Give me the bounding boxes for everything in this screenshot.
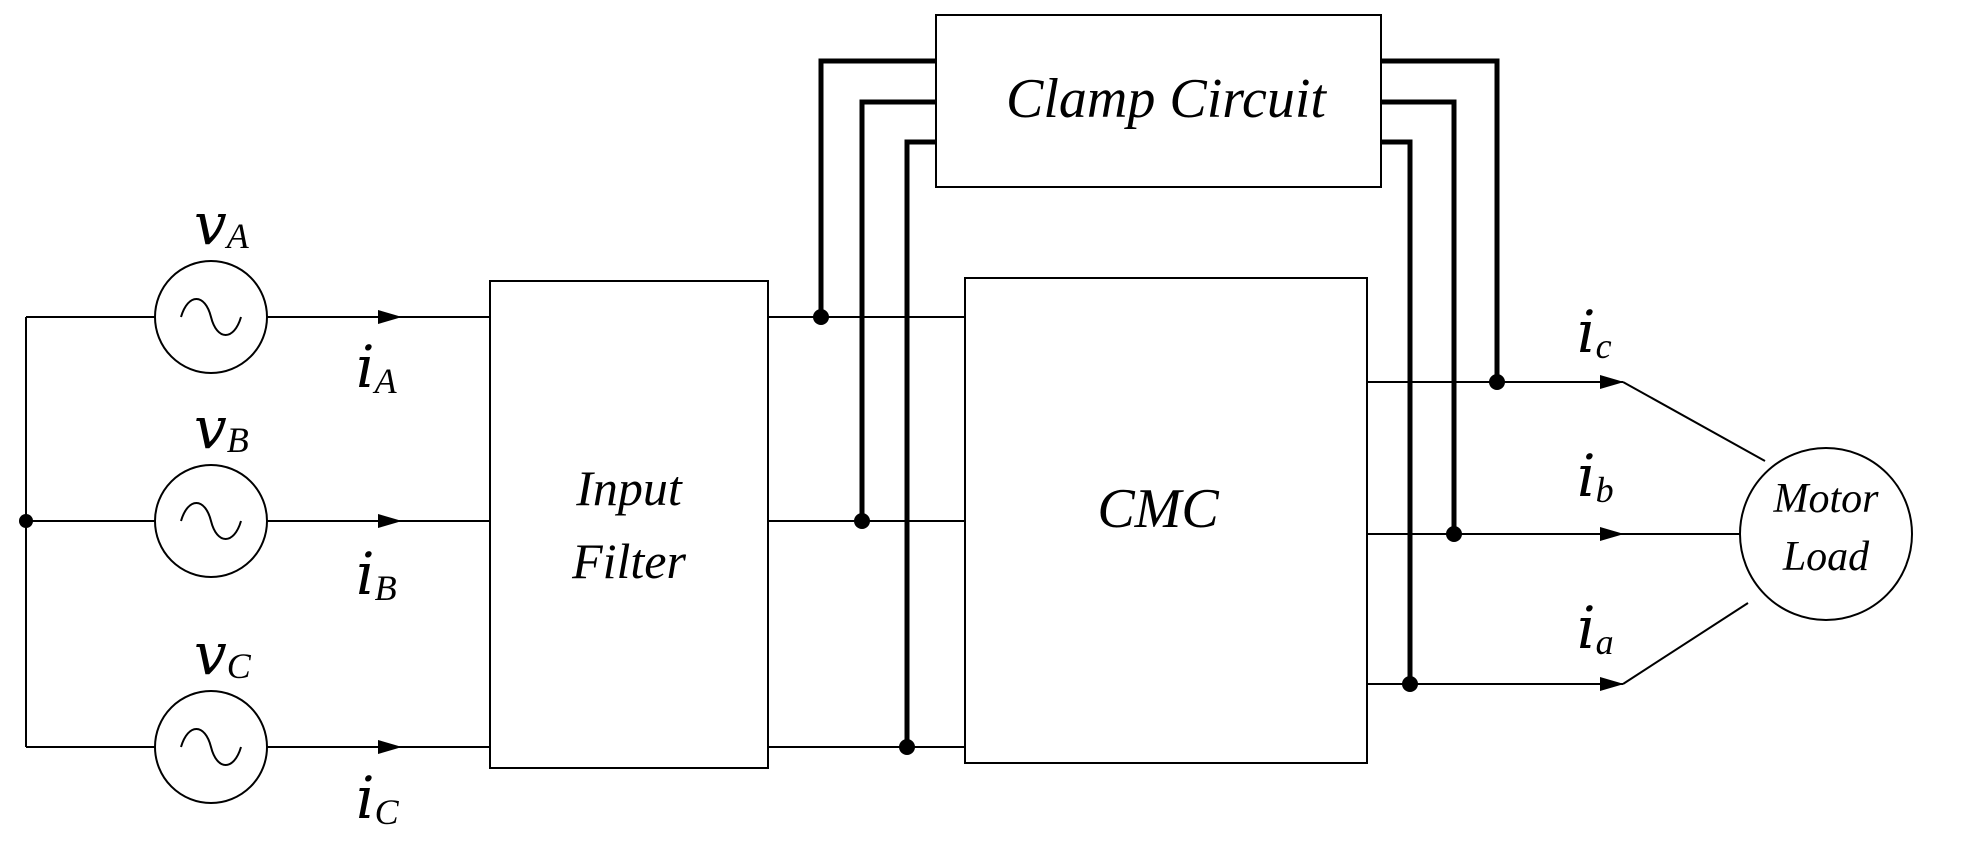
- output-current-label-c: ic: [1577, 298, 1612, 366]
- neutral-junction-dot: [19, 514, 33, 528]
- input-filter-label-line2: Filter: [571, 533, 686, 589]
- source-label-b: vB: [194, 394, 249, 462]
- output-current-label-a: ia: [1577, 594, 1614, 662]
- input-filter-label-line1: Input: [575, 460, 683, 516]
- source-label-c: vC: [194, 620, 252, 688]
- current-arrow-c: [378, 740, 402, 754]
- source-b: [154, 464, 268, 578]
- clamp-circuit-block: Clamp Circuit: [935, 14, 1382, 188]
- clamp-input-buses: [813, 58, 936, 755]
- motor-load: Motor Load: [1739, 447, 1913, 621]
- current-arrow-out-c: [1600, 375, 1624, 389]
- junction-dot: [899, 739, 915, 755]
- input-lines: [267, 310, 490, 754]
- source-labels: vA vB vC: [194, 190, 252, 688]
- source-c: [154, 690, 268, 804]
- motor-label-line2: Load: [1782, 534, 1870, 580]
- source-label-a: vA: [194, 190, 250, 258]
- output-current-label-b: ib: [1577, 442, 1614, 510]
- current-arrow-b: [378, 514, 402, 528]
- junction-dot: [813, 309, 829, 325]
- clamp-circuit-label: Clamp Circuit: [1006, 68, 1327, 130]
- motor-icon: [1739, 447, 1913, 621]
- input-current-label-b: iB: [356, 540, 397, 608]
- output-lines: [1367, 375, 1766, 691]
- source-a: [154, 260, 268, 374]
- cmc-block: CMC: [964, 277, 1368, 764]
- junction-dot: [1489, 374, 1505, 390]
- junction-dot: [1402, 676, 1418, 692]
- current-arrow-out-b: [1600, 527, 1624, 541]
- input-filter-block: Input Filter: [489, 280, 769, 769]
- source-neutral: [19, 316, 155, 748]
- output-current-labels: ic ib ia: [1577, 298, 1614, 662]
- filter-to-cmc-lines: [768, 316, 965, 748]
- current-arrow-out-a: [1600, 677, 1624, 691]
- current-arrow-a: [378, 310, 402, 324]
- clamp-output-buses: [1381, 58, 1505, 692]
- motor-label-line1: Motor: [1773, 476, 1880, 522]
- cmc-label: CMC: [1097, 478, 1219, 540]
- junction-dot: [1446, 526, 1462, 542]
- junction-dot: [854, 513, 870, 529]
- input-current-label-a: iA: [356, 333, 398, 401]
- input-current-labels: iA iB iC: [356, 333, 400, 832]
- input-current-label-c: iC: [356, 764, 400, 832]
